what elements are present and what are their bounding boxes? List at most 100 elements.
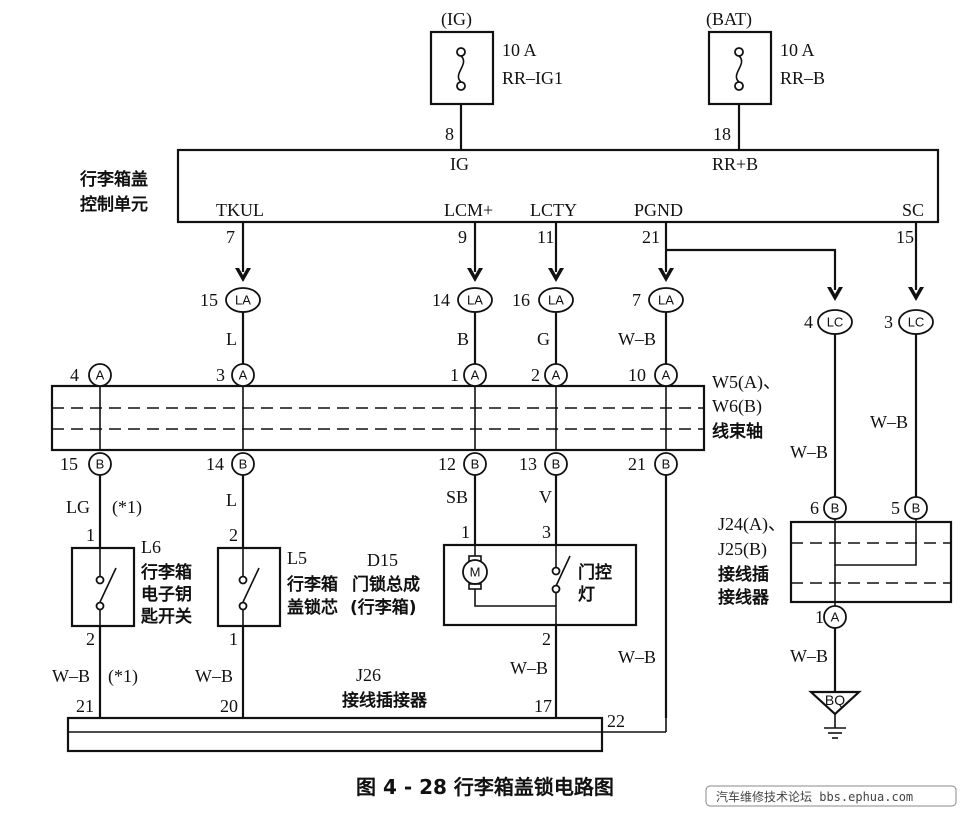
pin-number: 16 xyxy=(512,290,530,310)
pin-number: 1 xyxy=(815,607,824,627)
component-label: 灯 xyxy=(578,585,595,605)
wire-color: L xyxy=(226,490,237,510)
pin-number: 3 xyxy=(542,522,551,542)
trunk-control-unit: 行李箱盖 控制单元 IG RR+B TKUL LCM+ LCTY PGND SC… xyxy=(79,148,940,247)
note-mark: (*1) xyxy=(112,497,142,518)
pin-number: 3 xyxy=(884,312,893,332)
pin-number: 14 xyxy=(432,290,450,310)
fuse-name: RR–IG1 xyxy=(502,68,563,88)
pin-number: 15 xyxy=(60,454,78,474)
component-label: 电子钥 xyxy=(141,584,192,605)
lc-to-j24-wires: W–B W–B xyxy=(790,334,918,497)
wire-color: W–B xyxy=(790,442,828,462)
wire-color: W–B xyxy=(195,666,233,686)
connector-code: B xyxy=(912,501,921,516)
pin-number: 2 xyxy=(229,525,238,545)
pin-number: 6 xyxy=(810,498,819,518)
ecu-pin-pgnd: PGND xyxy=(634,200,683,220)
component-id: L5 xyxy=(287,548,307,568)
fuse-element-icon xyxy=(735,55,743,83)
pin-number: 17 xyxy=(534,696,552,716)
figure-caption: 图 4 - 28 行李箱盖锁电路图 xyxy=(356,775,614,799)
component-label: 匙开关 xyxy=(140,606,192,627)
pin-number: 21 xyxy=(642,227,660,247)
connector-code: A xyxy=(552,368,561,383)
harness-output-wires: LG (*1) L SB V W–B xyxy=(66,475,668,718)
wire-color: LG xyxy=(66,497,90,517)
connector-arrow-icon xyxy=(658,268,674,282)
pin-number: 1 xyxy=(461,522,470,542)
harness-label: W5(A)、 xyxy=(712,372,781,393)
connector-code: B xyxy=(831,501,840,516)
ecu-title: 控制单元 xyxy=(80,194,148,215)
connector-j26: 21 20 17 22 J26 接线插接器 xyxy=(66,665,667,753)
component-label: 行李箱 xyxy=(286,574,338,595)
ecu-pin-rrb: RR+B xyxy=(712,154,758,174)
connector-code: B xyxy=(471,457,480,472)
fuse-rating: 10 A xyxy=(780,40,815,60)
connector-code: A xyxy=(831,610,840,625)
ecu-pin-sc: SC xyxy=(902,200,924,220)
fuse-contact-icon xyxy=(456,81,466,91)
wire-color: W–B xyxy=(510,658,548,678)
pin-number: 10 xyxy=(628,365,646,385)
wire-color: W–B xyxy=(870,412,908,432)
pin-number: 7 xyxy=(632,290,641,310)
note-mark: (*1) xyxy=(108,666,138,687)
wire-color: G xyxy=(537,329,550,349)
pin-number: 1 xyxy=(229,629,238,649)
wire-color: W–B xyxy=(52,666,90,686)
fuse-element-icon xyxy=(457,55,465,83)
pin-number: 14 xyxy=(206,454,224,474)
wire-color: SB xyxy=(446,487,468,507)
connector-arrow-icon xyxy=(467,268,483,282)
fuse-source-ig: (IG) xyxy=(441,9,472,30)
connector-code: B xyxy=(552,457,561,472)
component-label: (行李箱) xyxy=(350,597,417,618)
connector-label: 接线插接器 xyxy=(342,690,428,711)
switch-icon xyxy=(555,555,571,587)
pin-number: 9 xyxy=(458,227,467,247)
pin-number: 22 xyxy=(607,711,625,731)
ecu-output-wires xyxy=(241,222,918,290)
harness-shaft-w5-w6: W5(A)、 W6(B) 线束轴 xyxy=(50,372,781,452)
ecu-title: 行李箱盖 xyxy=(79,169,148,190)
connector-code: LC xyxy=(827,315,844,330)
pin-number: 4 xyxy=(804,312,813,332)
pin-number: 3 xyxy=(216,365,225,385)
component-l6-key-switch: 1 2 L6 行李箱 电子钥 匙开关 xyxy=(70,525,192,649)
connector-code: A xyxy=(96,368,105,383)
connector-code: B xyxy=(96,457,105,472)
pin-number: 15 xyxy=(200,290,218,310)
connector-label: 接线器 xyxy=(718,587,770,608)
ground-point-icon xyxy=(808,690,862,716)
connector-code: B xyxy=(239,457,248,472)
wire-color: W–B xyxy=(618,329,656,349)
component-id: L6 xyxy=(141,537,161,557)
wire-color: L xyxy=(226,329,237,349)
connector-code: LC xyxy=(908,315,925,330)
ground-label: BQ xyxy=(825,692,845,708)
component-label: 门锁总成 xyxy=(352,574,420,595)
pin-number: 8 xyxy=(445,124,454,144)
component-label: 盖锁芯 xyxy=(287,597,338,618)
harness-label: 线束轴 xyxy=(712,421,763,442)
harness-b-pins: B 15 B 14 B 12 B 13 B 21 xyxy=(60,452,678,476)
pin-number: 15 xyxy=(896,227,914,247)
connector-arrow-icon xyxy=(548,268,564,282)
connector-label: J26 xyxy=(356,665,381,685)
pin-number: 21 xyxy=(76,696,94,716)
pin-number: 1 xyxy=(450,365,459,385)
switch-icon xyxy=(242,567,260,603)
connector-code: A xyxy=(239,368,248,383)
fuse-contact-icon xyxy=(734,81,744,91)
connector-label: J25(B) xyxy=(718,539,767,560)
component-id: D15 xyxy=(367,550,398,570)
fuse-rr-b: (BAT) 10 A RR–B 18 xyxy=(706,9,825,150)
connector-arrows xyxy=(235,268,924,301)
fuse-rating: 10 A xyxy=(502,40,537,60)
connector-label: J24(A)、 xyxy=(718,514,786,535)
component-label: 门控 xyxy=(578,562,612,583)
pin-number: 21 xyxy=(628,454,646,474)
connector-code: LA xyxy=(658,293,674,308)
